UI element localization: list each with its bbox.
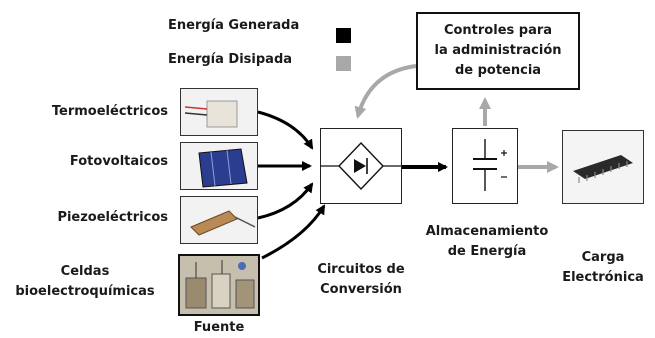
controls-line-3: de potencia bbox=[454, 63, 542, 78]
piezo-element-icon bbox=[190, 210, 256, 236]
load-line-1: Carga bbox=[581, 250, 625, 265]
piezoelectric-image bbox=[180, 196, 258, 244]
conversion-line-1: Circuitos de bbox=[317, 262, 405, 277]
legend-generated-swatch bbox=[336, 28, 351, 43]
conversion-label: Circuitos de Conversión bbox=[296, 260, 426, 300]
storage-line-1: Almacenamiento bbox=[425, 224, 549, 239]
bio-cell-setup-icon bbox=[180, 256, 258, 314]
power-management-controls-box: Controles para la administración de pote… bbox=[416, 12, 580, 90]
rectifier-diode-icon bbox=[321, 141, 401, 191]
controls-line-1: Controles para bbox=[443, 23, 553, 38]
electronic-load-image bbox=[562, 130, 644, 204]
bioelectrochemical-image bbox=[178, 254, 260, 316]
thermoelectric-image bbox=[180, 88, 258, 136]
microchip-icon bbox=[573, 155, 633, 183]
solar-cell-icon bbox=[198, 148, 248, 188]
source-caption: Fuente bbox=[193, 320, 245, 335]
photovoltaic-label: Fotovoltaicos bbox=[69, 154, 168, 169]
energy-storage-block bbox=[452, 128, 518, 204]
bioelectrochemical-line-1: Celdas bbox=[60, 264, 110, 279]
capacitor-icon bbox=[473, 139, 507, 191]
load-label: Carga Electrónica bbox=[552, 248, 654, 288]
legend-dissipated-swatch bbox=[336, 56, 351, 71]
arrow-bio-to-conversion bbox=[261, 204, 326, 260]
piezoelectric-label: Piezoeléctricos bbox=[57, 210, 168, 225]
conversion-line-2: Conversión bbox=[320, 282, 402, 297]
thermoelectric-module-icon bbox=[184, 100, 238, 128]
arrow-piezo-to-conversion bbox=[257, 182, 314, 220]
legend-generated-label: Energía Generada bbox=[168, 18, 300, 33]
arrow-thermo-to-conversion bbox=[257, 110, 314, 150]
storage-label: Almacenamiento de Energía bbox=[412, 222, 562, 262]
legend-dissipated-label: Energía Disipada bbox=[168, 52, 293, 67]
conversion-circuit-block bbox=[320, 128, 402, 204]
bioelectrochemical-label: Celdas bioelectroquímicas bbox=[2, 262, 168, 302]
arrow-controls-to-conversion bbox=[354, 64, 417, 119]
controls-line-2: la administración bbox=[434, 43, 562, 58]
storage-line-2: de Energía bbox=[447, 244, 527, 259]
bioelectrochemical-line-2: bioelectroquímicas bbox=[15, 284, 155, 299]
photovoltaic-image bbox=[180, 142, 258, 190]
load-line-2: Electrónica bbox=[562, 270, 644, 285]
thermoelectric-label: Termoeléctricos bbox=[51, 104, 168, 119]
